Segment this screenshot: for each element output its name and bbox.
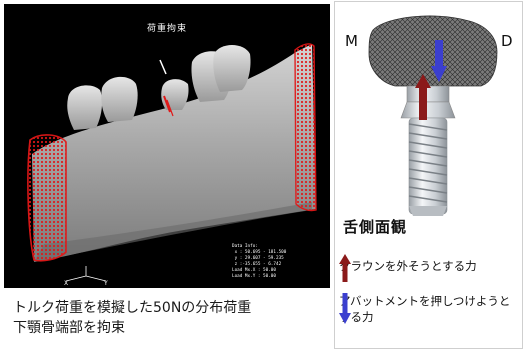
figure-caption: トルク荷重を模擬した50Nの分布荷重 下顎骨端部を拘束: [13, 298, 333, 338]
tooth-1: [67, 85, 102, 130]
implant-fixture: [409, 118, 447, 216]
crown-mesh: [369, 16, 497, 86]
constraint-left-end: [28, 135, 66, 261]
red-up-arrow-icon: [339, 254, 351, 282]
legend-label: クラウンを外そうとする力: [339, 258, 477, 274]
abutment-collar: [407, 86, 449, 102]
caption-line-1: トルク荷重を模擬した50Nの分布荷重: [13, 298, 333, 318]
tooth-2: [101, 77, 137, 122]
axis-x-label: X: [64, 280, 68, 287]
constraint-right-end: [295, 44, 316, 211]
legend-label: アバットメントを押しつけようとする力: [339, 293, 517, 325]
mesial-label: M: [345, 32, 358, 50]
tooth-5: [213, 45, 250, 92]
fem-model-viewer: 荷重拘束 Data Info: x : 50.695 - 181.500 y :…: [4, 4, 330, 288]
view-title: 舌側面観: [343, 216, 407, 237]
implant-lingual-view-panel: M D 舌側面観 クラウンを外そうとする力 アバットメントを押しつけようとする力: [334, 1, 523, 349]
data-info-readout: Data Info: x : 50.695 - 181.500 y : 29.6…: [232, 244, 328, 280]
blue-down-arrow-icon: [339, 293, 351, 325]
viewer-title: 荷重拘束: [122, 21, 212, 34]
distal-label: D: [501, 32, 513, 50]
tooth-3: [161, 79, 188, 110]
legend-item-abutment-press: アバットメントを押しつけようとする力: [339, 293, 517, 325]
axis-y-label: Y: [104, 280, 108, 287]
caption-line-2: 下顎骨端部を拘束: [13, 318, 333, 338]
legend-item-crown-removal: クラウンを外そうとする力: [339, 254, 477, 274]
